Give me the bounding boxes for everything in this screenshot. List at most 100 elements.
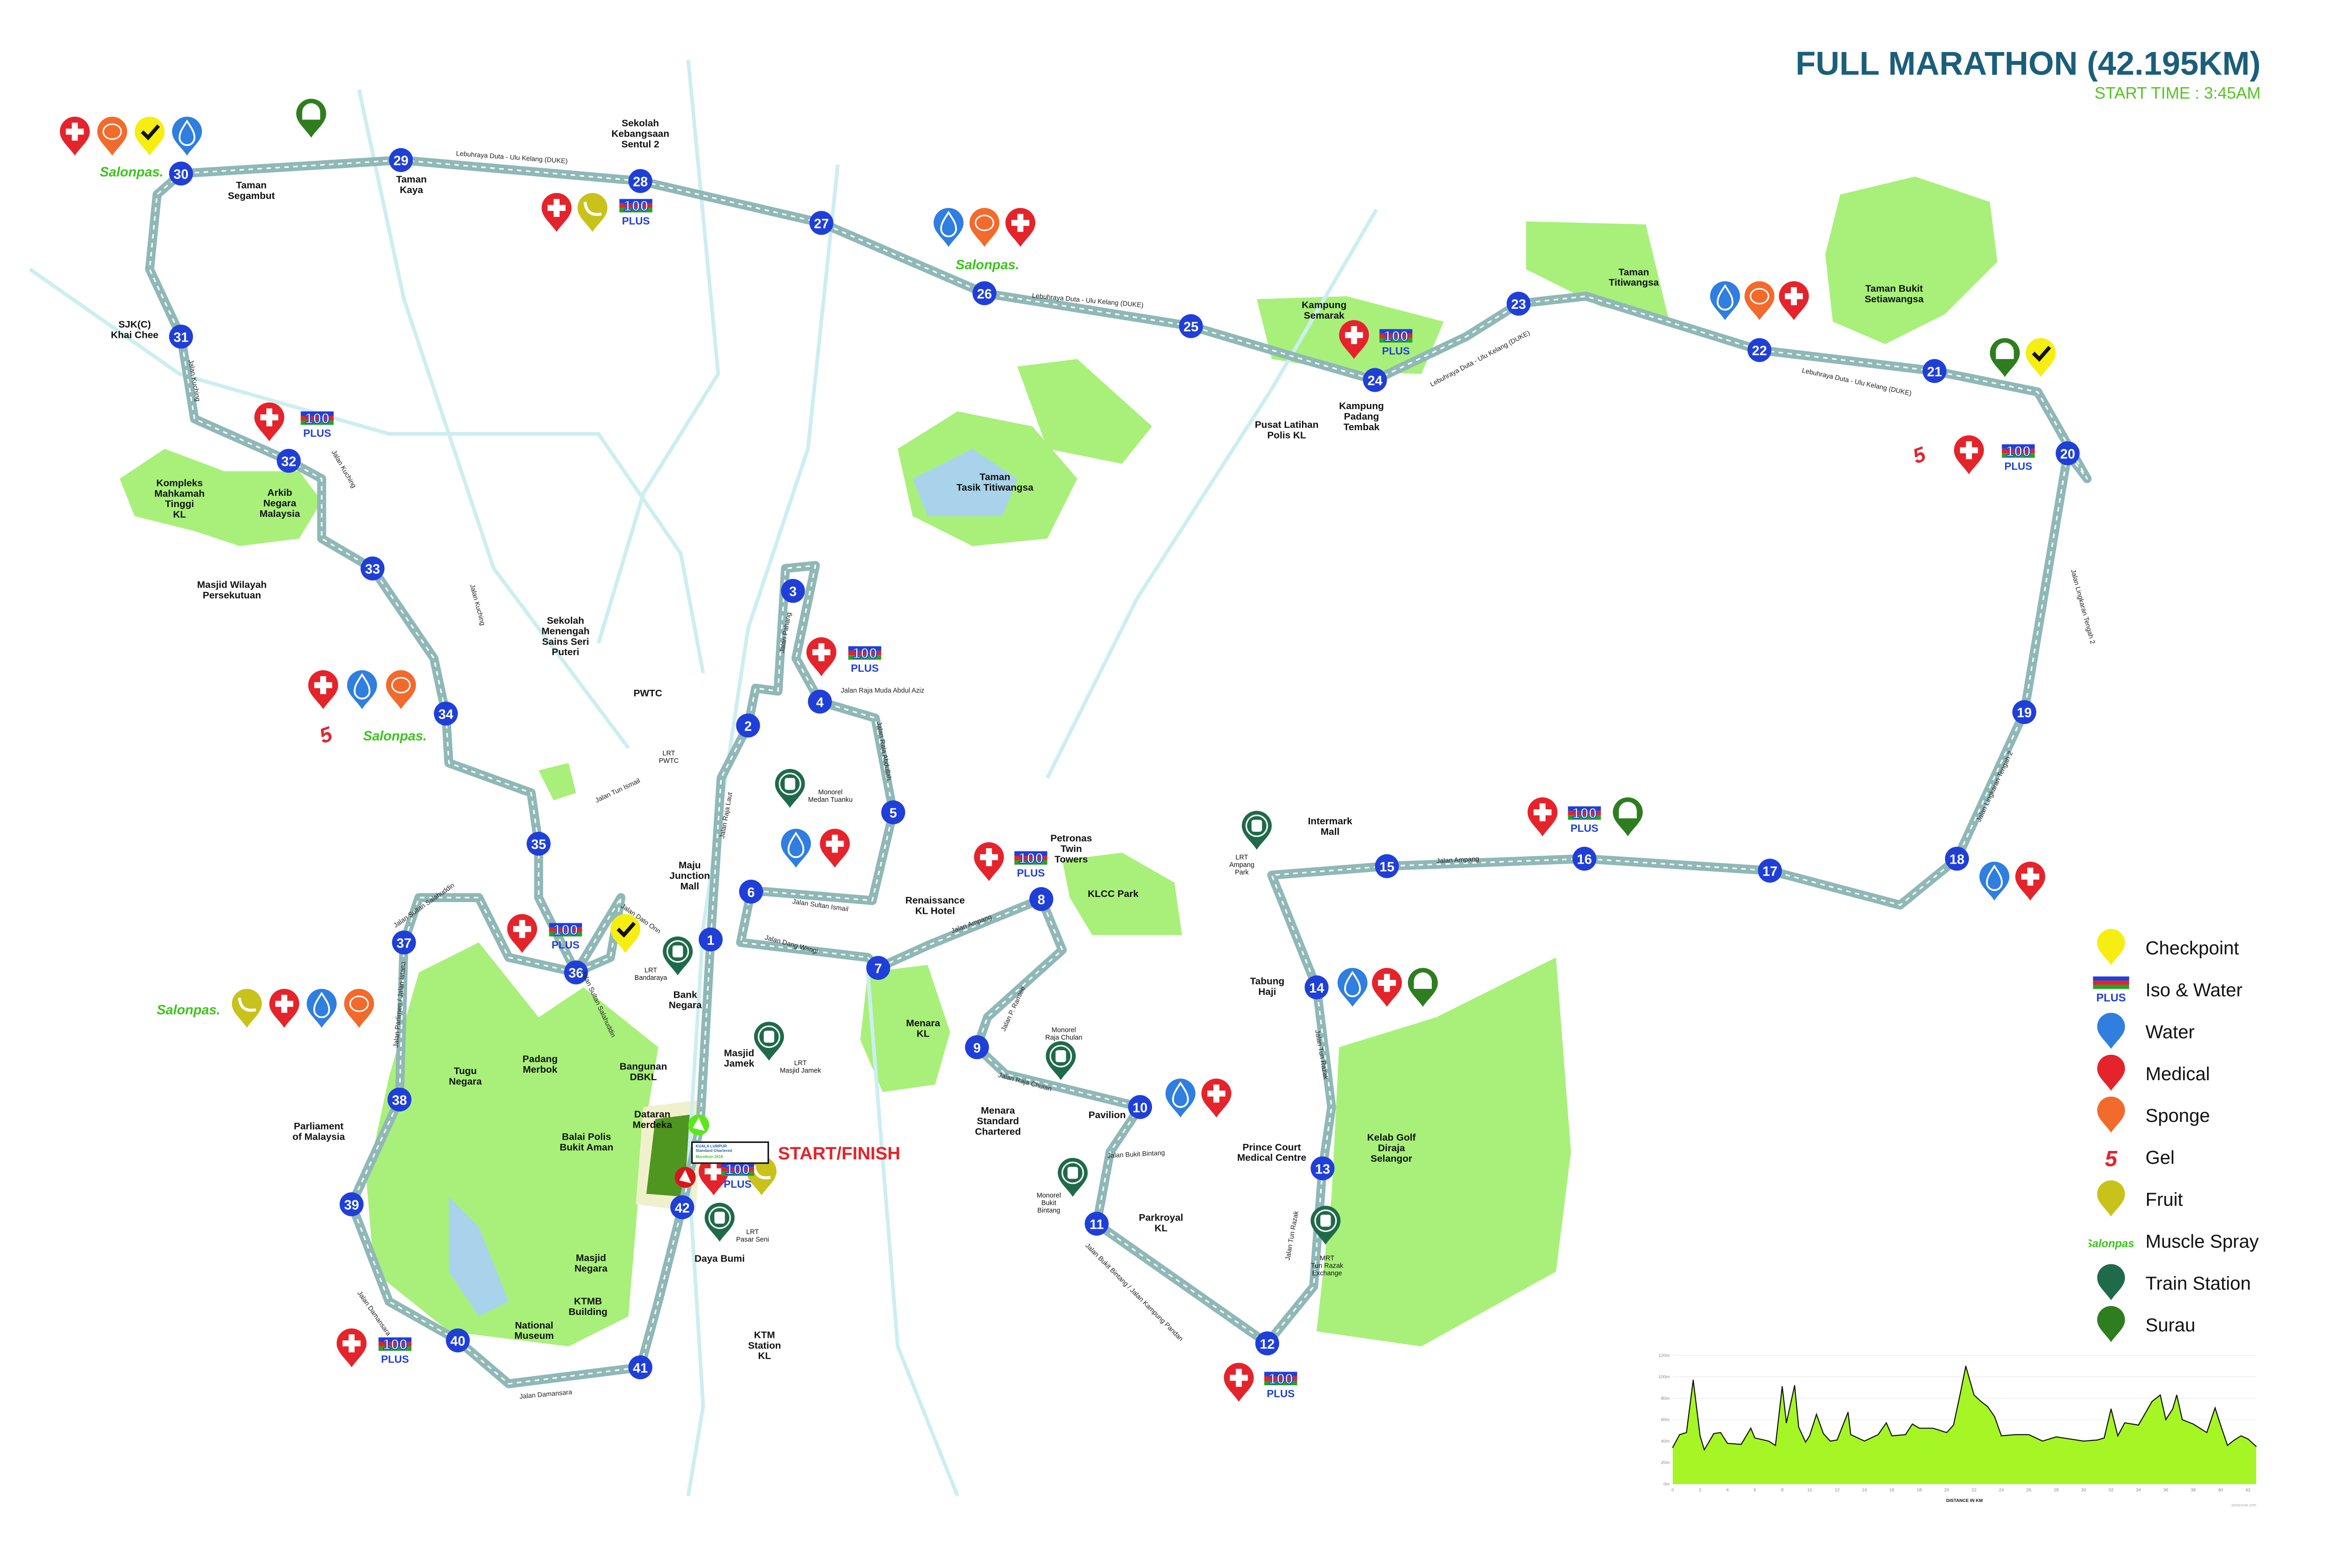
km-marker-29[interactable]: 29	[389, 148, 413, 172]
km-marker-3[interactable]: 3	[781, 579, 805, 603]
plus-word: PLUS	[552, 939, 580, 951]
drop	[1716, 284, 1734, 311]
km-marker-circle	[2056, 441, 2080, 465]
km-marker-12[interactable]: 12	[1255, 1331, 1279, 1356]
km-marker-7[interactable]: 7	[866, 956, 890, 980]
train-body	[763, 1030, 775, 1043]
medical-icon	[337, 1328, 367, 1367]
stripe	[1568, 811, 1601, 815]
y-tick-label: 120m	[1659, 1353, 1670, 1358]
elevation-point	[2234, 1440, 2235, 1441]
elevation-point	[2069, 1438, 2071, 1440]
km-marker-circle	[526, 831, 551, 856]
km-marker-28[interactable]: 28	[628, 169, 652, 193]
km-marker-21[interactable]: 21	[1923, 359, 1947, 383]
km-marker-5[interactable]: 5	[881, 800, 905, 824]
km-marker-label: 22	[1752, 343, 1767, 358]
pin-shape	[97, 116, 127, 156]
km-marker-label: 13	[1315, 1162, 1330, 1177]
elevation-point	[2014, 1434, 2016, 1435]
medical-icon	[269, 989, 299, 1028]
km-marker-23[interactable]: 23	[1506, 291, 1531, 316]
place-label-pwtc: PWTC	[633, 689, 662, 700]
km-marker-label: 12	[1260, 1337, 1275, 1352]
stripe	[2002, 453, 2035, 458]
x-tick-label: 26	[2027, 1488, 2032, 1493]
km-marker-34[interactable]: 34	[434, 702, 458, 726]
place-label-national-museum: National Museum	[514, 1321, 554, 1342]
km-marker-14[interactable]: 14	[1304, 975, 1329, 1000]
banana	[752, 1165, 771, 1180]
km-marker-4[interactable]: 4	[808, 689, 832, 714]
elevation-point	[1994, 1416, 1995, 1417]
km-marker-24[interactable]: 24	[1363, 368, 1387, 392]
event-sign-line2: Standard Chartered	[696, 1149, 732, 1154]
sponge-icon	[344, 989, 374, 1028]
pin-shape	[1337, 968, 1368, 1007]
km-marker-11[interactable]: 11	[1085, 1211, 1109, 1236]
stripe	[2093, 980, 2129, 985]
km-marker-label: 30	[173, 167, 188, 182]
km-marker-6[interactable]: 6	[739, 880, 763, 904]
elevation-point	[2124, 1422, 2125, 1424]
km-marker-19[interactable]: 19	[2012, 700, 2036, 724]
km-marker-13[interactable]: 13	[1310, 1156, 1335, 1180]
km-marker-27[interactable]: 27	[809, 211, 834, 235]
km-marker-36[interactable]: 36	[564, 960, 588, 985]
km-marker-37[interactable]: 37	[392, 930, 416, 955]
km-marker-label: 38	[392, 1093, 407, 1108]
ring	[1245, 814, 1268, 837]
km-marker-9[interactable]: 9	[965, 1035, 989, 1060]
km-marker-42[interactable]: 42	[670, 1195, 695, 1219]
plus-word: PLUS	[1382, 345, 1410, 357]
km-marker-38[interactable]: 38	[387, 1087, 411, 1112]
km-marker-circle	[736, 713, 760, 738]
km-marker-circle	[1085, 1211, 1109, 1236]
checkpoint-icon	[135, 116, 165, 156]
place-label-taman-titiwangsa: Taman Titiwangsa	[1608, 268, 1659, 289]
km-marker-22[interactable]: 22	[1747, 338, 1772, 362]
medical-icon	[1779, 281, 1809, 321]
km-marker-33[interactable]: 33	[360, 556, 385, 581]
park-area	[1017, 359, 1152, 464]
place-label-pavilion: Pavilion	[1088, 1111, 1126, 1121]
elevation-point	[2117, 1435, 2118, 1436]
km-marker-1[interactable]: 1	[698, 927, 723, 952]
km-marker-2[interactable]: 2	[736, 713, 760, 738]
km-marker-39[interactable]: 39	[339, 1192, 364, 1217]
km-marker-10[interactable]: 10	[1128, 1095, 1152, 1119]
km-marker-40[interactable]: 40	[446, 1328, 470, 1352]
place-label-lrt-masjid-jamek: LRT Masjid Jamek	[779, 1059, 821, 1075]
stripe	[848, 650, 882, 656]
stripe	[549, 932, 582, 937]
stripe	[378, 1337, 411, 1342]
stripe	[721, 1162, 754, 1167]
km-marker-8[interactable]: 8	[1029, 887, 1054, 911]
km-marker-15[interactable]: 15	[1375, 854, 1399, 878]
cross-v	[281, 994, 287, 1013]
km-marker-32[interactable]: 32	[277, 448, 301, 473]
km-marker-30[interactable]: 30	[169, 161, 193, 186]
km-marker-16[interactable]: 16	[1572, 846, 1597, 871]
km-marker-20[interactable]: 20	[2056, 441, 2080, 465]
start-finish-label: START/FINISH	[778, 1142, 901, 1164]
stripe	[1379, 338, 1413, 343]
km-marker-18[interactable]: 18	[1945, 846, 1969, 871]
km-marker-25[interactable]: 25	[1179, 314, 1203, 338]
km-marker-17[interactable]: 17	[1758, 859, 1782, 883]
km-marker-35[interactable]: 35	[526, 831, 551, 856]
km-marker-26[interactable]: 26	[972, 281, 997, 306]
stripe	[1568, 806, 1601, 811]
river	[597, 60, 720, 644]
km-marker-label: 41	[633, 1361, 648, 1376]
legend-item-surau: Surau	[2083, 1305, 2259, 1346]
elevation-point	[1679, 1434, 1680, 1435]
km-marker-31[interactable]: 31	[169, 324, 193, 349]
km-marker-circle	[1255, 1331, 1279, 1356]
km-marker-41[interactable]: 41	[628, 1355, 652, 1380]
event-sign-line3: Marathon 2019	[696, 1154, 723, 1159]
legend-item-muscle-spray: Salonpas.Muscle Spray	[2083, 1221, 2259, 1262]
